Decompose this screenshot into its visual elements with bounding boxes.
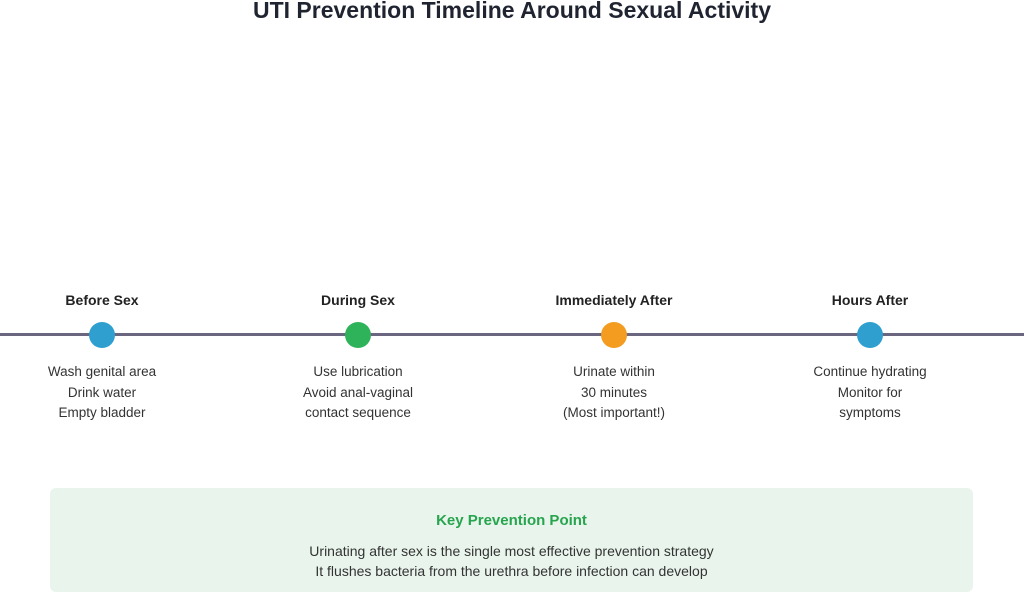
timeline-line xyxy=(0,333,1024,336)
stage-item-list: Wash genital area Drink water Empty blad… xyxy=(0,362,212,424)
stage-item-list: Continue hydrating Monitor for symptoms xyxy=(760,362,980,424)
stage-item-list: Use lubrication Avoid anal-vaginal conta… xyxy=(248,362,468,424)
stage-item-list: Urinate within 30 minutes (Most importan… xyxy=(504,362,724,424)
callout-text-line: Urinating after sex is the single most e… xyxy=(309,543,714,559)
stage-item: Wash genital area xyxy=(47,364,157,379)
stage-marker-dot xyxy=(857,322,883,348)
stage-item: Avoid anal-vaginal xyxy=(302,384,414,400)
stage-item: contact sequence xyxy=(305,405,411,420)
stage-item: Continue hydrating xyxy=(813,364,927,379)
stage-item: symptoms xyxy=(839,405,901,420)
stage-marker-dot xyxy=(89,322,115,348)
stage-item: 30 minutes xyxy=(580,384,648,400)
stage-label: Immediately After xyxy=(555,292,673,308)
callout-text-line: It flushes bacteria from the urethra bef… xyxy=(315,563,708,579)
stage-label: Before Sex xyxy=(65,292,139,308)
stage-label: During Sex xyxy=(321,292,395,308)
stage-item: Monitor for xyxy=(837,384,903,400)
stage-item: (Most important!) xyxy=(562,405,666,420)
callout-title: Key Prevention Point xyxy=(436,512,587,529)
stage-label: Hours After xyxy=(831,292,909,308)
stage-item: Empty bladder xyxy=(58,405,146,420)
key-prevention-callout: Key Prevention Point Urinating after sex… xyxy=(50,488,973,592)
stage-item: Drink water xyxy=(67,384,137,400)
stage-marker-dot xyxy=(345,322,371,348)
stage-marker-dot xyxy=(601,322,627,348)
stage-item: Use lubrication xyxy=(313,364,403,379)
page-title: UTI Prevention Timeline Around Sexual Ac… xyxy=(252,0,772,23)
stage-item: Urinate within xyxy=(573,364,655,379)
